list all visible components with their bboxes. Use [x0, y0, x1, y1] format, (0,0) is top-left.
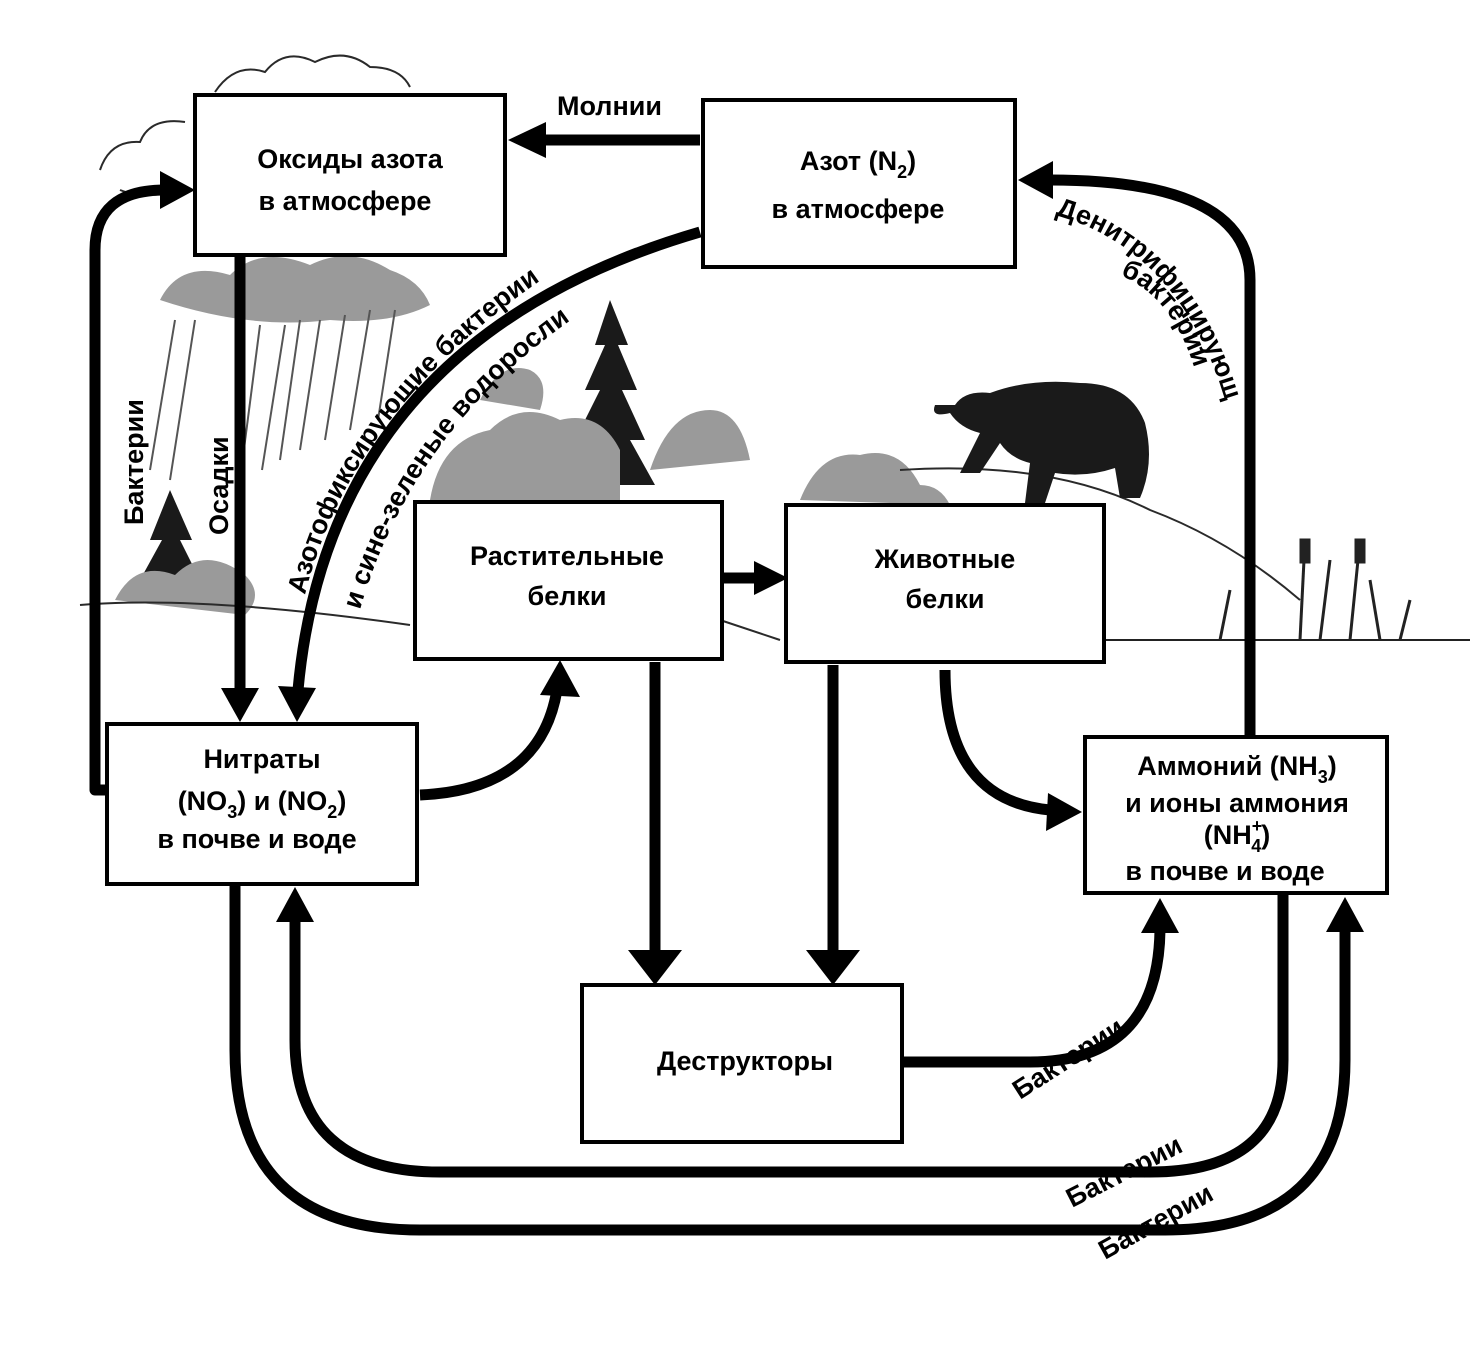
arrowhead-plants-to-animals [754, 561, 788, 595]
node-plant-proteins-line1: Растительные [470, 541, 664, 571]
arrowhead-animals-to-ammonium [1046, 793, 1082, 831]
reeds-illustration [1090, 538, 1470, 641]
node-nitrogen: Азот (N2) в атмосфере [701, 98, 1017, 269]
node-ammonium-line3: (NH+4) [1204, 816, 1271, 856]
arrowhead-animals-to-destructors [806, 950, 860, 985]
small-tree-illustration [115, 490, 255, 615]
node-plant-proteins-line2: белки [528, 581, 607, 611]
label-precipitation: Осадки [204, 436, 234, 535]
arrowhead-ammonium-to-nitrates-inner [276, 887, 314, 922]
arrowhead-bacteria-left [160, 171, 195, 209]
arrowhead-nitrates-to-plants [540, 660, 580, 697]
node-nitrates: Нитраты (NO3) и (NO2) в почве и воде [105, 722, 419, 886]
node-oxides-line1: Оксиды азота [257, 144, 444, 174]
arrowhead-plants-to-destructors [628, 950, 682, 985]
node-destructors-label: Деструкторы [657, 1046, 833, 1076]
arrowhead-lightning [508, 122, 546, 158]
node-animal-proteins-line1: Животные [874, 544, 1016, 574]
node-oxides-line2: в атмосфере [259, 186, 432, 216]
node-nitrates-line3: в почве и воде [157, 824, 356, 854]
label-lightning: Молнии [557, 91, 662, 121]
shrub-illustration [430, 368, 950, 505]
background-illustration [79, 54, 1470, 641]
node-ammonium: Аммоний (NH3) и ионы аммония (NH+4) в по… [1083, 735, 1389, 895]
arrow-destructors-to-ammonium [903, 929, 1166, 1068]
node-nitrates-line2: (NO3) и (NO2) [178, 786, 347, 822]
node-animal-proteins-line2: белки [906, 584, 985, 614]
label-bacteria-left: Бактерии [119, 399, 149, 525]
rain-cloud-illustration [149, 256, 430, 481]
arrowhead-destructors-to-ammonium [1141, 898, 1179, 933]
node-nitrates-line1: Нитраты [203, 744, 320, 774]
node-destructors: Деструкторы [580, 983, 904, 1144]
arrow-nitrogen-fixing [292, 226, 702, 691]
node-ammonium-line4: в почве и воде [1125, 856, 1324, 886]
arrow-animals-to-ammonium [939, 669, 1051, 816]
arrowhead-nitrogen-fixing [278, 686, 316, 722]
node-plant-proteins: Растительные белки [413, 500, 724, 661]
arrow-nitrates-to-ammonium-outer [229, 885, 1351, 1236]
arrowhead-nitrates-to-ammonium-outer [1326, 897, 1364, 932]
node-ammonium-line2: и ионы аммония [1125, 788, 1349, 818]
node-nitrogen-line1: Азот (N2) [800, 146, 916, 182]
arrow-denitrifying [1049, 174, 1256, 735]
arrow-nitrates-to-plants [419, 689, 563, 801]
node-nitrogen-line2: в атмосфере [772, 194, 945, 224]
arrows [89, 122, 1364, 1236]
node-ammonium-line1: Аммоний (NH3) [1137, 751, 1337, 787]
node-oxides: Оксиды азота в атмосфере [193, 93, 507, 257]
arrowhead-denitrifying [1018, 161, 1053, 199]
arrow-ammonium-to-nitrates-inner [289, 893, 1289, 1178]
arrow-bacteria-left [89, 184, 166, 796]
arrowhead-precipitation [221, 688, 259, 722]
node-animal-proteins: Животные белки [784, 503, 1106, 664]
